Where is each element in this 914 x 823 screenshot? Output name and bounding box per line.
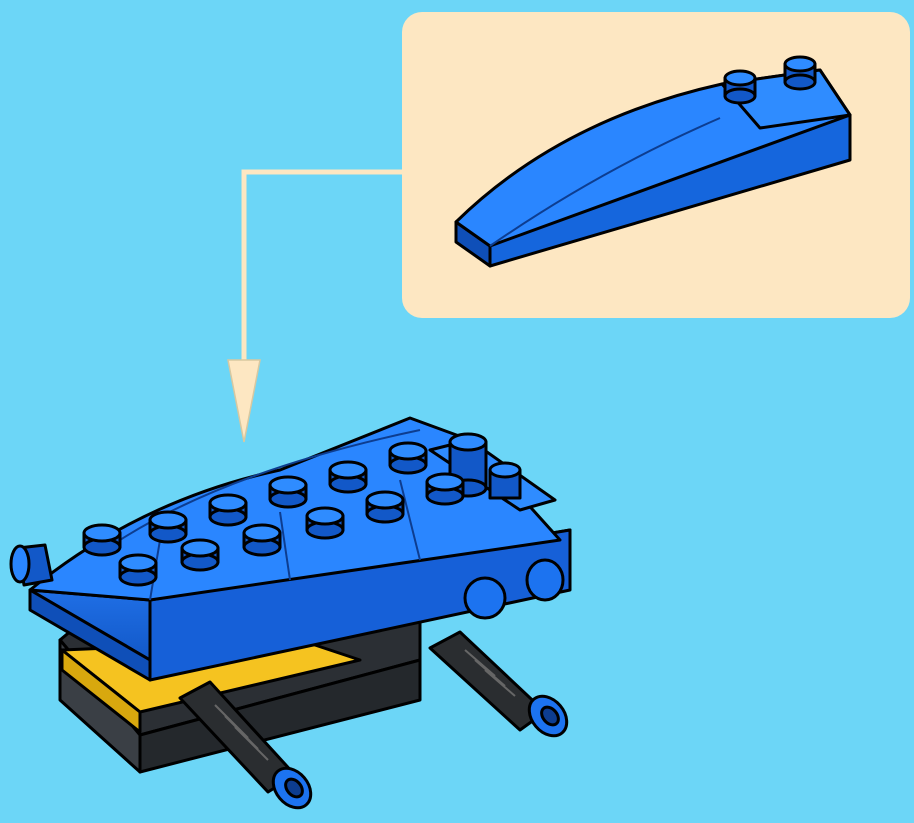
- stud-icon: [120, 555, 156, 585]
- curved-slope-brick-icon: [456, 57, 850, 266]
- stud-icon: [84, 525, 120, 555]
- stud-icon: [725, 71, 755, 103]
- blue-vehicle-model-icon: [11, 418, 574, 815]
- stud-icon: [390, 443, 426, 473]
- stud-icon: [427, 474, 463, 504]
- arrow-head-icon: [228, 360, 260, 442]
- stud-icon: [367, 492, 403, 522]
- stud-icon: [270, 477, 306, 507]
- stud-icon: [785, 57, 815, 89]
- pin-icon: [490, 463, 520, 498]
- placement-arrow: [244, 172, 404, 410]
- stud-icon: [182, 540, 218, 570]
- side-knob-icon: [11, 545, 52, 585]
- stud-icon: [244, 525, 280, 555]
- stud-icon: [150, 512, 186, 542]
- stud-icon: [330, 462, 366, 492]
- stud-icon: [307, 508, 343, 538]
- stud-icon: [210, 495, 246, 525]
- axle-icon: [430, 632, 574, 743]
